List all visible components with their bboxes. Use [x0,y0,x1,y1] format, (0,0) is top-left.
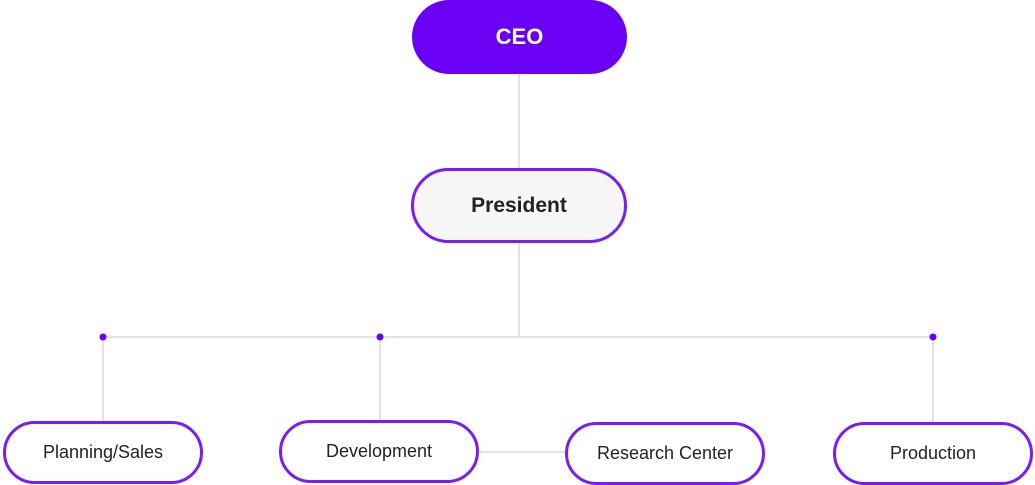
junction-dot [929,333,937,341]
node-development: Development [279,420,479,483]
node-president-label: President [471,193,567,217]
node-research-center: Research Center [565,422,765,485]
node-production: Production [833,422,1033,485]
node-planning-sales-label: Planning/Sales [42,442,164,462]
node-president: President [411,168,627,243]
junction-dot [376,333,384,341]
junction-dot [99,333,107,341]
node-planning-sales: Planning/Sales [3,421,203,484]
node-development-label: Development [325,441,433,461]
node-research-center-label: Research Center [596,443,734,463]
node-ceo: CEO [412,0,627,74]
node-production-label: Production [889,443,977,463]
node-ceo-label: CEO [495,24,544,49]
